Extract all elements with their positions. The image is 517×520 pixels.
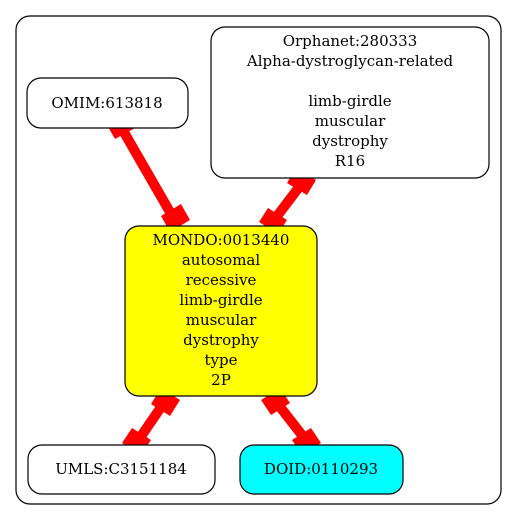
node-mondo[interactable]: MONDO:0013440 autosomal recessive limb-gird… [124,225,318,397]
node-box [124,225,318,397]
node-omim[interactable]: OMIM:613818 [26,77,189,129]
edge-shaft [116,124,183,229]
node-label-line: limb-girdle [179,291,262,309]
node-label-line: type [205,351,238,369]
node-label-line: DOID:0110293 [264,460,378,478]
node-doid[interactable]: DOID:0110293 [239,444,404,495]
node-box [27,444,216,495]
node-label-line [348,72,353,90]
node-label-line: Alpha-dystroglycan-related [246,52,454,70]
node-label-line: R16 [335,152,365,170]
node-label: MONDO:0013440 autosomal recessive limb-gird… [153,231,290,389]
node-label-line: MONDO:0013440 [153,231,290,249]
node-label-line: 2P [211,371,231,389]
node-label-line: Orphanet:280333 [283,32,418,50]
node-box [210,26,490,179]
node-label: UMLS:C3151184 [55,460,187,478]
node-label-line: limb-girdle [308,92,391,110]
node-label: DOID:0110293 [264,460,378,478]
edge-end-marker [161,204,190,232]
node-box [26,77,189,129]
cluster-boundary [15,15,502,505]
node-label-line: dystrophy [312,132,388,150]
node-label-line: muscular [315,112,386,130]
node-umls[interactable]: UMLS:C3151184 [27,444,216,495]
node-label-line: autosomal [182,251,261,269]
node-box [239,444,404,495]
node-label-line: UMLS:C3151184 [55,460,187,478]
node-label: OMIM:613818 [51,94,162,112]
node-label-line: recessive [186,271,257,289]
node-label-line: muscular [186,311,257,329]
node-label-line: dystrophy [183,331,259,349]
node-label-line: OMIM:613818 [51,94,162,112]
edge-omim-mondo [107,114,190,232]
